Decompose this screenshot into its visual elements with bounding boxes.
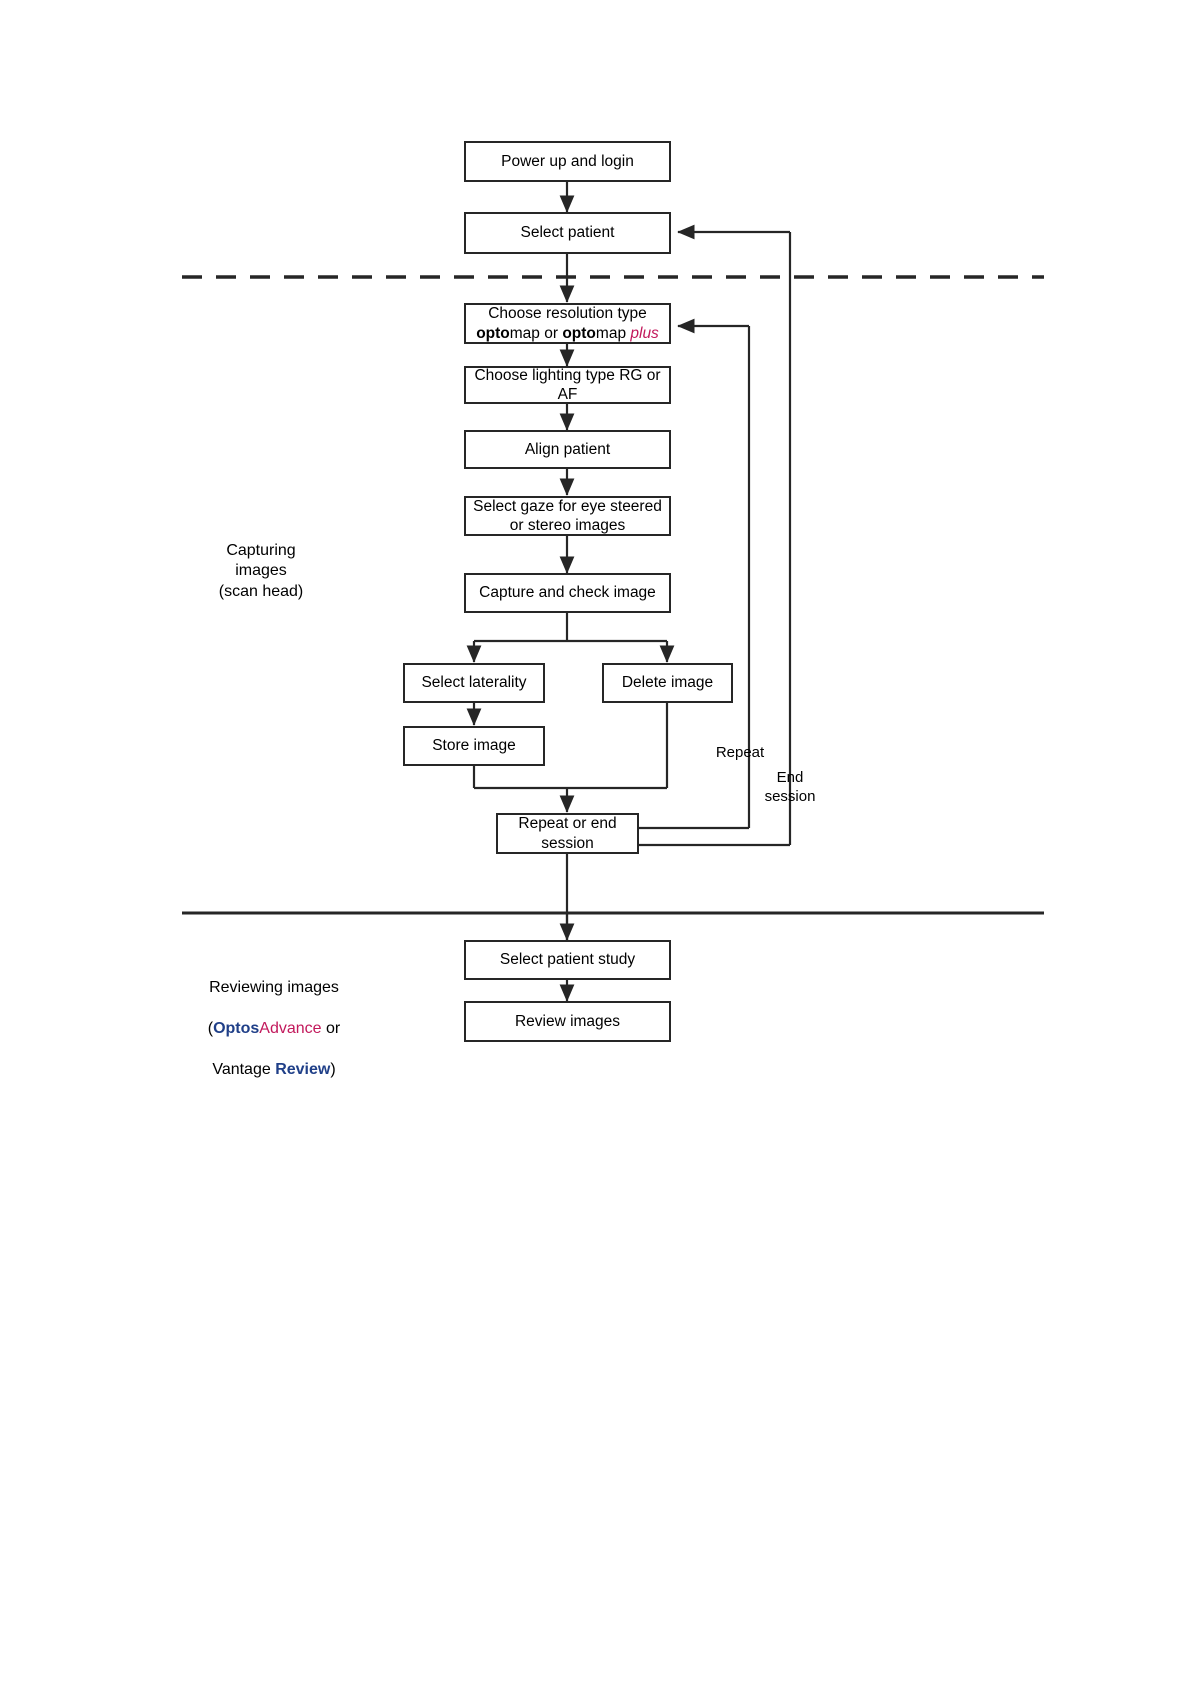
section-label-reviewing-images: Reviewing images (OptosAdvance or Vantag…: [186, 958, 362, 1081]
resolution-map-2: map: [595, 324, 631, 342]
reviewing-review: Review: [275, 1061, 331, 1079]
node-store-image[interactable]: Store image: [403, 726, 545, 766]
node-select-laterality-label: Select laterality: [421, 674, 527, 692]
section-label-capturing-images: Capturing images (scan head): [218, 542, 304, 600]
node-select-gaze[interactable]: Select gaze for eye steered or stereo im…: [464, 496, 671, 536]
node-select-patient-study-label: Select patient study: [499, 951, 636, 969]
edge-label-repeat: Repeat: [715, 744, 765, 761]
resolution-plus: plus: [630, 324, 659, 342]
node-power-up-and-login-label: Power up and login: [501, 152, 634, 170]
node-align-patient-label: Align patient: [524, 440, 611, 458]
node-review-images-label: Review images: [514, 1012, 621, 1030]
resolution-opto-2: opto: [562, 324, 596, 342]
node-choose-resolution-type-label: Choose resolution type optomap or optoma…: [472, 304, 663, 343]
node-select-patient[interactable]: Select patient: [464, 212, 671, 254]
reviewing-line-1: Reviewing images: [209, 979, 339, 997]
node-capture-and-check-image[interactable]: Capture and check image: [464, 573, 671, 613]
node-store-image-label: Store image: [432, 737, 516, 755]
resolution-opto-1: opto: [476, 324, 510, 342]
node-choose-resolution-type[interactable]: Choose resolution type optomap or optoma…: [464, 303, 671, 344]
node-select-gaze-label: Select gaze for eye steered or stereo im…: [473, 497, 662, 534]
node-delete-image[interactable]: Delete image: [602, 663, 733, 703]
node-select-patient-study[interactable]: Select patient study: [464, 940, 671, 980]
reviewing-or: or: [321, 1020, 341, 1038]
node-choose-lighting-type[interactable]: Choose lighting type RG or AF: [464, 366, 671, 404]
resolution-map-or: map or: [509, 324, 563, 342]
node-select-laterality[interactable]: Select laterality: [403, 663, 545, 703]
node-repeat-or-end-session[interactable]: Repeat or end session: [496, 813, 639, 854]
reviewing-optos: Optos: [213, 1020, 260, 1038]
node-select-patient-label: Select patient: [520, 224, 615, 242]
node-delete-image-label: Delete image: [621, 674, 714, 692]
node-repeat-or-end-session-label: Repeat or end session: [518, 815, 617, 852]
reviewing-vantage: Vantage: [212, 1061, 276, 1079]
reviewing-open-paren: (: [207, 1020, 214, 1038]
reviewing-close-paren: ): [330, 1061, 336, 1079]
node-choose-lighting-type-label: Choose lighting type RG or AF: [474, 366, 661, 403]
node-capture-and-check-image-label: Capture and check image: [479, 584, 656, 602]
node-review-images[interactable]: Review images: [464, 1001, 671, 1042]
node-power-up-and-login[interactable]: Power up and login: [464, 141, 671, 182]
reviewing-advance: Advance: [259, 1020, 322, 1038]
node-align-patient[interactable]: Align patient: [464, 430, 671, 469]
resolution-line-1: Choose resolution type: [488, 305, 647, 323]
edge-label-end-session: End session: [764, 769, 816, 805]
